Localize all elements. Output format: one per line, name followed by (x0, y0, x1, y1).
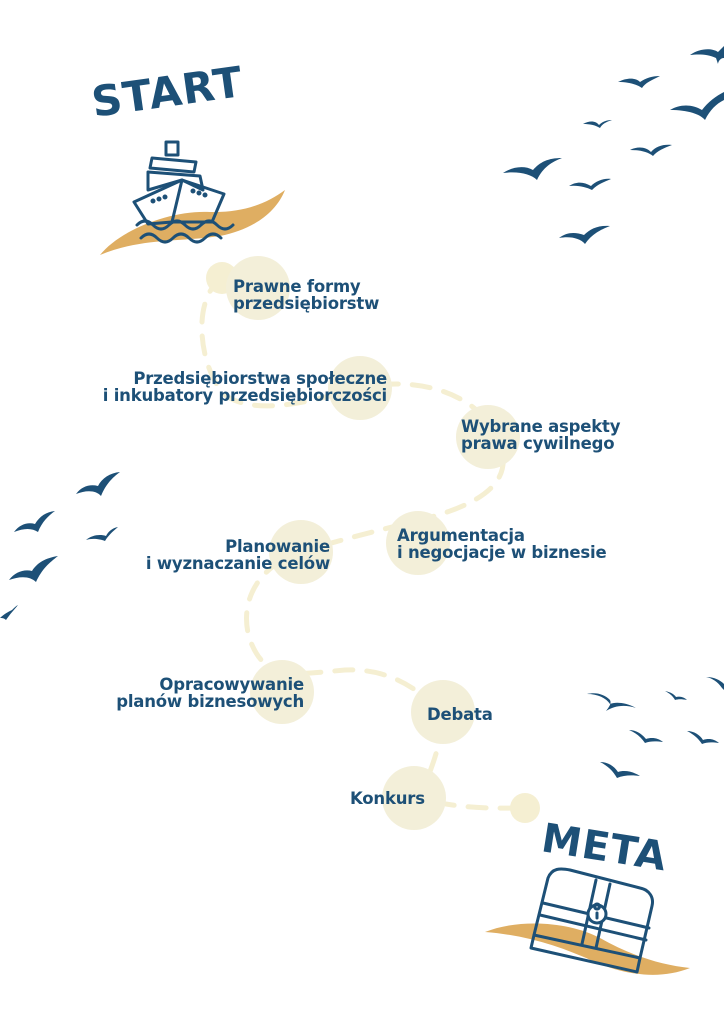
bird-icon (670, 92, 724, 120)
stage-argumentacja: Argumentacja i negocjacje w biznesie (397, 527, 607, 561)
stage-line: Wybrane aspekty (461, 417, 621, 436)
bird-icon (600, 762, 640, 778)
roadmap-path (199, 275, 528, 811)
ship-icon (132, 140, 235, 244)
bird-icon (0, 605, 18, 620)
node-konkurs (382, 766, 446, 830)
bird-icon (569, 178, 611, 190)
bird-icon (687, 731, 719, 744)
birds-bottom-right (587, 677, 724, 778)
bird-icon (583, 120, 612, 128)
stage-wybrane-aspekty: Wybrane aspekty prawa cywilnego (461, 418, 620, 452)
stage-line: Przedsiębiorstwa społeczne (133, 369, 387, 388)
stage-line: Opracowywanie (159, 675, 304, 694)
stage-debata: Debata (427, 706, 493, 723)
stage-line: i wyznaczanie celów (145, 554, 330, 573)
end-dot (510, 793, 540, 823)
bird-icon (665, 691, 687, 700)
stage-line: Argumentacja (397, 526, 525, 545)
node-wybrane-aspekty (456, 405, 520, 469)
bird-icon (618, 76, 660, 88)
bird-icon (559, 225, 610, 244)
birds-top-right (503, 46, 724, 244)
birds-left (0, 472, 120, 620)
stage-prawne-formy: Prawne formy przedsiębiorstw (233, 278, 379, 312)
bird-icon (14, 511, 55, 532)
stage-line: Debata (427, 705, 493, 724)
stage-line: Prawne formy (233, 277, 361, 296)
node-planowanie (269, 520, 333, 584)
bird-icon (587, 693, 636, 711)
stage-line: planów biznesowych (116, 692, 304, 711)
stage-line: prawa cywilnego (461, 434, 615, 453)
stage-planowanie: Planowanie i wyznaczanie celów (146, 538, 330, 572)
stage-line: Konkurs (350, 789, 425, 808)
bird-icon (503, 158, 562, 180)
end-sand-wave (485, 923, 690, 975)
bird-icon (629, 730, 663, 743)
node-przedsiebiorstwa-spoleczne (328, 356, 392, 420)
bird-icon (630, 144, 672, 156)
node-argumentacja (386, 511, 450, 575)
bird-icon (9, 556, 58, 582)
stage-line: przedsiębiorstw (233, 294, 380, 313)
stage-line: Planowanie (225, 537, 330, 556)
stage-przedsiebiorstwa-spoleczne: Przedsiębiorstwa społeczne i inkubatory … (103, 370, 387, 404)
bird-icon (86, 527, 118, 541)
stage-line: i negocjacje w biznesie (397, 543, 607, 562)
treasure-chest-icon (529, 867, 654, 974)
bird-icon (690, 46, 724, 64)
stage-opracowywanie: Opracowywanie planów biznesowych (116, 676, 304, 710)
stage-line: i inkubatory przedsiębiorczości (102, 386, 387, 405)
node-prawne-formy (226, 256, 290, 320)
bird-icon (706, 677, 724, 690)
bird-icon (76, 472, 120, 496)
node-debata (411, 680, 475, 744)
node-opracowywanie (250, 660, 314, 724)
stage-konkurs: Konkurs (350, 790, 425, 807)
